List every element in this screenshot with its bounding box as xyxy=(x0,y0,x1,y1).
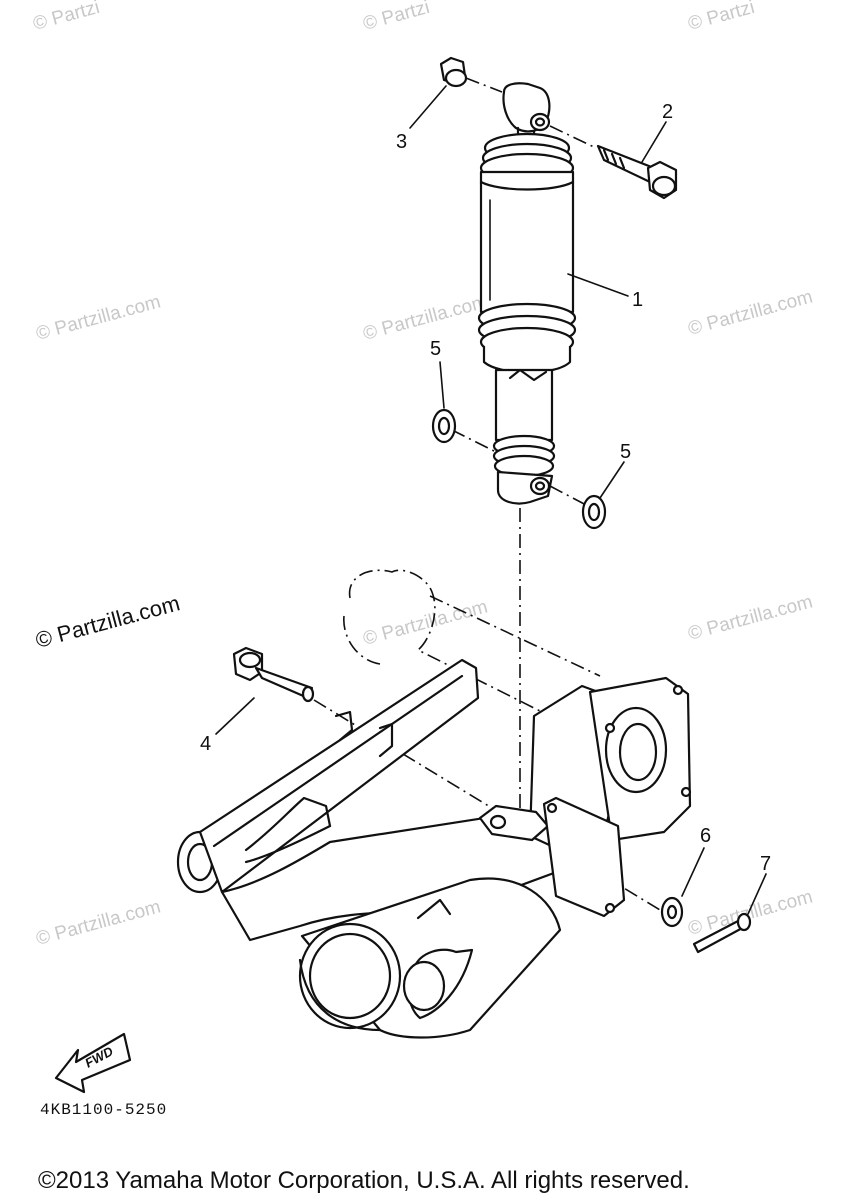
watermarks: © Partzi © Partzi © Partzi © Partzilla.c… xyxy=(31,0,815,950)
watermark-top-right: © Partzi xyxy=(686,0,757,35)
callout-5-lower: 5 xyxy=(620,441,631,463)
swingarm xyxy=(176,569,692,1039)
watermark-low-right: © Partzilla.com xyxy=(686,886,815,939)
part-5-washers xyxy=(431,408,607,530)
callout-2: 2 xyxy=(662,101,673,123)
diagram-code: 4KB1100-5250 xyxy=(40,1101,167,1119)
callout-7: 7 xyxy=(760,853,771,875)
callout-5-upper: 5 xyxy=(430,338,441,360)
part-1-rear-shock-absorber xyxy=(451,82,589,820)
watermark-mid-left: © Partzilla.com xyxy=(34,291,163,344)
watermark-low-left: © Partzilla.com xyxy=(34,896,163,949)
callout-3: 3 xyxy=(396,131,407,153)
watermark-prominent: © Partzilla.com xyxy=(33,590,183,653)
leader-lines xyxy=(215,85,767,915)
part-7-cotter-pin xyxy=(692,912,752,954)
callout-1: 1 xyxy=(632,289,643,311)
watermark-top-center: © Partzi xyxy=(361,0,432,35)
part-4-pivot-bolt xyxy=(232,646,661,911)
part-2-bolt xyxy=(549,125,678,200)
watermark-mid-right: © Partzilla.com xyxy=(686,286,815,339)
copyright-notice: ©2013 Yamaha Motor Corporation, U.S.A. A… xyxy=(38,1167,690,1194)
part-6-washer xyxy=(660,896,684,928)
callout-numbers: 1 2 3 4 5 5 6 7 xyxy=(200,101,771,875)
forward-arrow-icon: FWD xyxy=(54,1032,132,1094)
watermark-top-left: © Partzi xyxy=(31,0,102,35)
part-3-nut xyxy=(439,56,503,93)
callout-6: 6 xyxy=(700,825,711,847)
callout-4: 4 xyxy=(200,733,211,755)
watermark-mid-center: © Partzilla.com xyxy=(361,291,490,344)
watermark-right-2: © Partzilla.com xyxy=(686,591,815,644)
